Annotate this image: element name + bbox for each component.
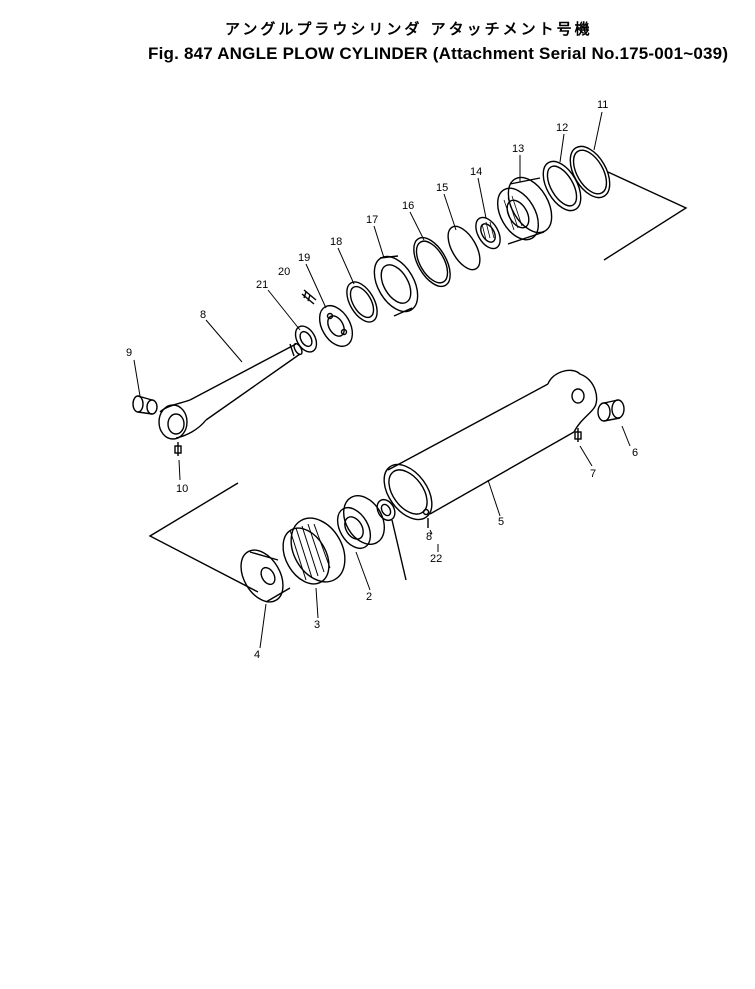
callout-7: 7 bbox=[590, 468, 596, 480]
callout-labels: 11 12 13 14 15 16 17 18 19 20 21 8 9 10 … bbox=[126, 99, 638, 661]
part-21-collar bbox=[294, 325, 318, 353]
part-10-grease-fitting bbox=[174, 442, 182, 456]
callout-16: 16 bbox=[402, 200, 414, 212]
part-16-ring bbox=[413, 236, 451, 288]
part-15-ring bbox=[447, 225, 481, 271]
callout-19: 19 bbox=[298, 252, 310, 264]
callout-5: 5 bbox=[498, 516, 504, 528]
part-13-cylinder-head bbox=[496, 176, 553, 245]
part-8-piston-rod bbox=[158, 342, 303, 440]
part-4-end-cap bbox=[240, 549, 291, 603]
part-2-piston bbox=[336, 495, 385, 549]
callout-10: 10 bbox=[176, 483, 188, 495]
callout-21: 21 bbox=[256, 279, 268, 291]
callout-8-fitting: 8 bbox=[426, 531, 432, 543]
leader-lines bbox=[133, 111, 631, 649]
part-3-piston-seal-assembly bbox=[282, 517, 346, 585]
part-20-set-screw bbox=[301, 289, 317, 305]
part-7-grease-fitting bbox=[574, 428, 582, 442]
part-nut bbox=[376, 498, 396, 522]
callout-9: 9 bbox=[126, 347, 132, 359]
callout-8-rod: 8 bbox=[200, 309, 206, 321]
part-14-packing bbox=[475, 216, 501, 250]
callout-4: 4 bbox=[254, 649, 260, 661]
part-18-ring bbox=[346, 281, 378, 323]
callout-20: 20 bbox=[278, 266, 290, 278]
part-5-cylinder-tube bbox=[383, 369, 598, 521]
callout-3: 3 bbox=[314, 619, 320, 631]
assembly-guide-lines bbox=[148, 171, 688, 593]
callout-6: 6 bbox=[632, 447, 638, 459]
figure-title: Fig. 847 ANGLE PLOW CYLINDER (Attachment… bbox=[148, 44, 729, 63]
callout-17: 17 bbox=[366, 214, 378, 226]
callout-13: 13 bbox=[512, 143, 524, 155]
part-12-ring bbox=[542, 160, 582, 212]
callout-11: 11 bbox=[597, 99, 608, 111]
callout-18: 18 bbox=[330, 236, 342, 248]
part-6-bushing bbox=[597, 399, 625, 422]
part-17-bushing bbox=[373, 255, 419, 317]
callout-15: 15 bbox=[436, 182, 448, 194]
part-9-bushing bbox=[132, 395, 158, 415]
callout-14: 14 bbox=[470, 166, 482, 178]
callout-12: 12 bbox=[556, 122, 568, 134]
callout-2: 2 bbox=[366, 591, 372, 603]
title-japanese: アングルプラウシリンダ アタッチメント号機 bbox=[225, 20, 593, 38]
callout-22: 22 bbox=[430, 553, 442, 565]
